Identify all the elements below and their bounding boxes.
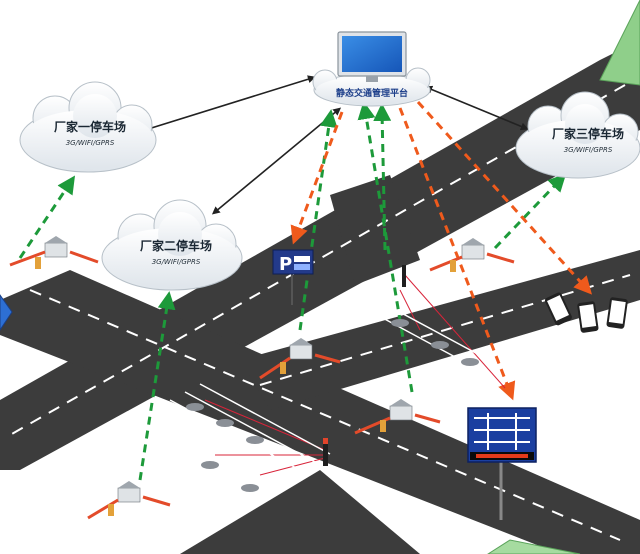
platform-label: 静态交通管理平台 (336, 87, 408, 99)
cloud-icon (19, 81, 157, 173)
gate-station-lot1 (9, 236, 99, 269)
parked-cars (186, 319, 479, 492)
cloud-icon (101, 199, 243, 291)
smartphone-icon (606, 297, 628, 329)
smartphone-group (544, 292, 628, 333)
monitor-icon (337, 31, 407, 82)
camera-pole-icon (323, 265, 406, 466)
cloud-icon (515, 91, 640, 179)
platform-node: 静态交通管理平台 (312, 31, 431, 107)
road-cross-diagonal (0, 270, 640, 554)
uplink-arrows (18, 101, 567, 481)
downlink-arrows (290, 100, 593, 401)
platform-links (141, 75, 529, 215)
parking-spaces (169, 287, 486, 471)
cloud-lot-1-title: 厂家一停车场 (54, 119, 126, 134)
road-lower-branch (240, 250, 640, 410)
road-bottom (180, 470, 420, 554)
road-center-spine (330, 175, 420, 285)
guidance-board-icon (467, 407, 537, 520)
decorative-triangle-top-right (599, 0, 640, 86)
cloud-lot-1-network: 3G/WIFI/GPRS (66, 139, 115, 147)
gate-station-lot3 (429, 238, 515, 272)
gate-station-bottom (87, 481, 171, 520)
gate-station-center (354, 399, 441, 435)
cloud-icon (312, 67, 431, 107)
cloud-lot-2-title: 厂家二停车场 (140, 238, 212, 253)
cloud-lot-2-network: 3G/WIFI/GPRS (152, 258, 201, 266)
road-network (0, 40, 640, 554)
svg-text:P: P (279, 254, 292, 275)
cloud-lot-2: 厂家二停车场 3G/WIFI/GPRS (101, 199, 243, 291)
smartphone-icon (544, 292, 572, 326)
cloud-lot-3-network: 3G/WIFI/GPRS (564, 146, 613, 154)
gate-station-lot2 (259, 338, 341, 380)
edge-sign-left (0, 294, 13, 331)
cloud-lot-3: 厂家三停车场 3G/WIFI/GPRS (515, 91, 640, 179)
cloud-lot-3-title: 厂家三停车场 (552, 126, 624, 141)
camera-signal-lines (204, 274, 506, 476)
cloud-lot-1: 厂家一停车场 3G/WIFI/GPRS (19, 81, 157, 173)
parking-sign-icon: P (272, 249, 314, 305)
smartphone-icon (577, 301, 599, 333)
decorative-triangle-bottom (487, 539, 581, 554)
